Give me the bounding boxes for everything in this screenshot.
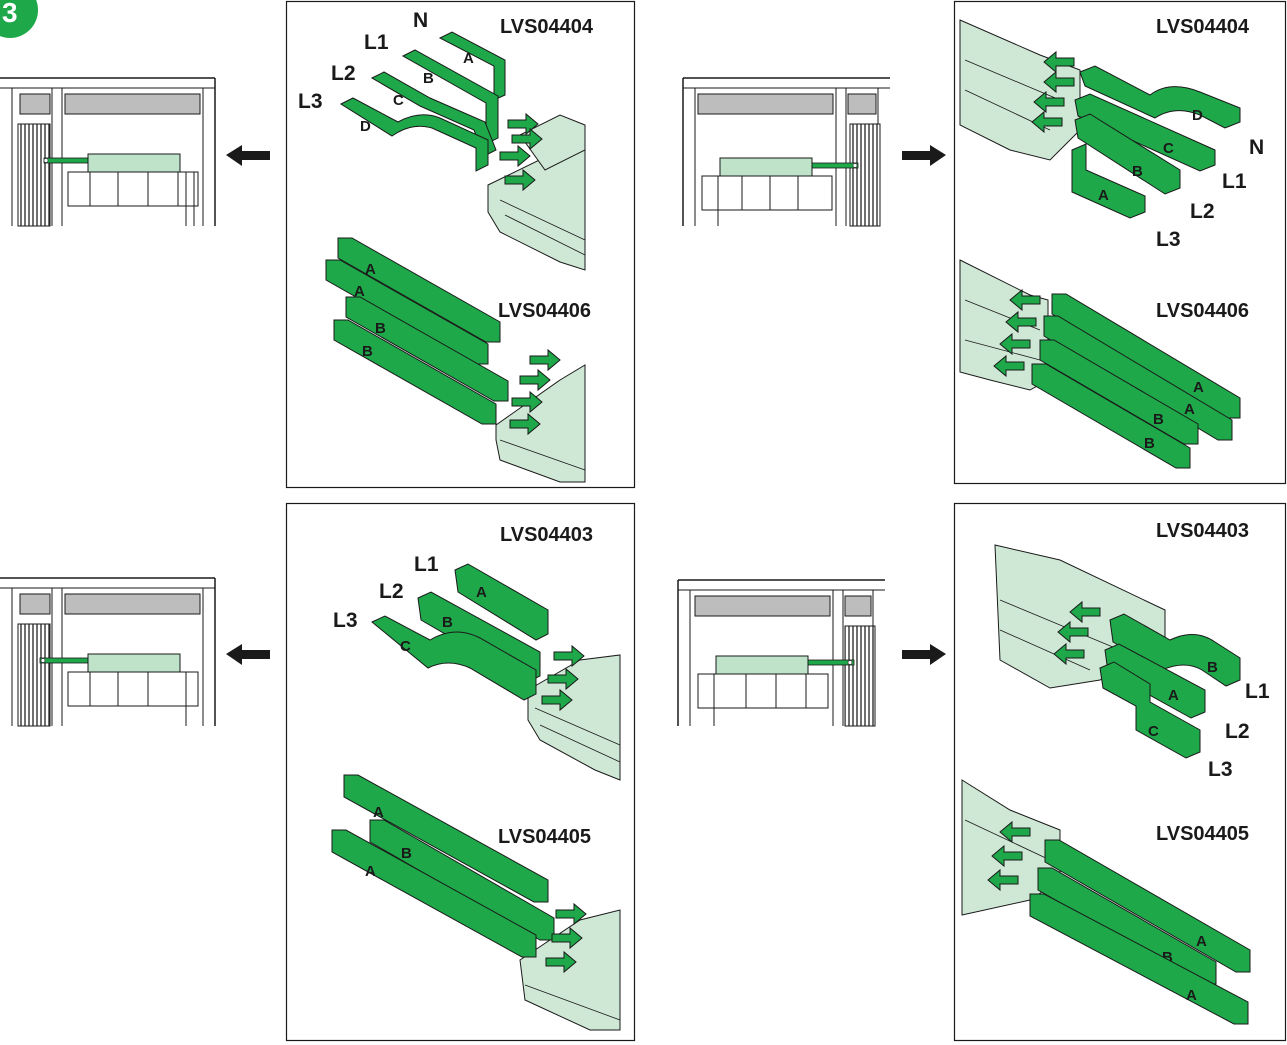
busbar-d-top-right: D (1079, 65, 1241, 129)
bar-letter: B (362, 343, 373, 360)
bar-letter: B (401, 845, 412, 862)
long-busbar-3: A (331, 829, 537, 958)
bar-letter: A (1196, 933, 1207, 950)
long-busbar-2: A (325, 259, 489, 365)
bar-letter: B (1153, 411, 1164, 428)
product-code-lvs04403-left: LVS04403 (500, 524, 593, 546)
bar-letter: A (463, 50, 474, 67)
phase-label-l2: L2 (379, 580, 404, 603)
panel-top-left: LVS04404 LVS04406 N L1 L2 L3 A B C D (285, 0, 636, 489)
arrow-left-bottom (226, 644, 270, 665)
bar-letter: A (1098, 187, 1109, 204)
cabinet-bottom-left (0, 577, 216, 727)
bar-letter: A (373, 804, 384, 821)
long-busbar-3: B (345, 296, 509, 402)
product-code-lvs04406-right: LVS04406 (1156, 300, 1249, 322)
long-busbar-4: B (1031, 363, 1191, 469)
bar-letter: D (360, 118, 371, 135)
phase-label-l1: L1 (364, 31, 389, 54)
bar-letter: B (1207, 659, 1218, 676)
bar-letter: A (1186, 987, 1197, 1004)
bar-letter: C (1148, 723, 1159, 740)
phase-label-l1: L1 (1245, 680, 1270, 703)
phase-label-n: N (1249, 136, 1264, 159)
bar-letter: B (1132, 163, 1143, 180)
bar-letter: A (1184, 401, 1195, 418)
bar-letter: A (354, 283, 365, 300)
busbar-a-bottom-left: A (454, 563, 549, 641)
bar-letter: B (375, 320, 386, 337)
bar-letter: B (442, 614, 453, 631)
busbar-a-top-left: A (438, 31, 506, 101)
step-badge: 3 (0, 0, 38, 38)
bar-letter: D (1192, 107, 1203, 124)
arrow-right-bottom (902, 644, 946, 665)
phase-label-l3: L3 (1156, 228, 1181, 251)
product-code-lvs04405-left: LVS04405 (498, 826, 591, 848)
panel-bottom-right: LVS04403 LVS04405 L1 L2 L3 B A C A (953, 502, 1287, 1042)
step-number: 3 (2, 0, 18, 28)
bar-letter: A (365, 863, 376, 880)
phase-label-l1: L1 (1222, 170, 1247, 193)
busbar-c-top-left: C (370, 71, 497, 157)
phase-label-l2: L2 (331, 62, 356, 85)
long-busbar-1: A (343, 774, 549, 903)
long-busbar-1: A (1051, 293, 1241, 419)
bar-letter: C (393, 92, 404, 109)
phase-label-n: N (413, 9, 428, 32)
panel-top-right: LVS04404 LVS04406 N L1 L2 L3 D C B A (953, 0, 1287, 485)
product-code-lvs04403-right: LVS04403 (1156, 520, 1249, 542)
long-busbar-4: B (333, 319, 497, 425)
product-code-lvs04406-left: LVS04406 (498, 300, 591, 322)
long-busbar-1: A (337, 237, 501, 343)
bar-letter: A (1193, 379, 1204, 396)
phase-label-l3: L3 (298, 90, 323, 113)
arrow-left-top (226, 145, 270, 166)
phase-label-l3: L3 (333, 609, 358, 632)
long-busbar-3: B (1039, 339, 1199, 445)
bar-letter: A (365, 261, 376, 278)
cabinet-top-right (682, 77, 890, 227)
bar-letter: A (1168, 687, 1179, 704)
product-code-lvs04404-right: LVS04404 (1156, 16, 1250, 38)
bar-letter: B (1162, 949, 1173, 966)
busbar-d-top-left: D (339, 97, 489, 172)
busbar-c-bottom-right: C (1099, 661, 1201, 759)
product-code-lvs04404-left: LVS04404 (500, 16, 594, 38)
bar-letter: B (1144, 435, 1155, 452)
busbar-a-top-right: A (1071, 143, 1146, 219)
bar-letter: C (400, 638, 411, 655)
bar-letter: C (1163, 140, 1174, 157)
arrow-right-top (902, 145, 946, 166)
long-busbar-2: A (1043, 315, 1233, 441)
panel-bottom-left: LVS04403 LVS04405 L1 L2 L3 A B C A (285, 502, 636, 1042)
phase-label-l2: L2 (1225, 720, 1250, 743)
busbar-c-bottom-left: C (371, 615, 537, 701)
busbar-b-top-right: B (1074, 113, 1181, 195)
bar-letter: A (476, 584, 487, 601)
phase-label-l1: L1 (414, 553, 439, 576)
bar-letter: B (423, 70, 434, 87)
phase-label-l2: L2 (1190, 200, 1215, 223)
phase-label-l3: L3 (1208, 758, 1233, 781)
long-busbar-3: A (1029, 893, 1249, 1025)
busbar-b-bottom-right: B (1109, 613, 1241, 687)
busbar-c-top-right: C (1074, 93, 1216, 172)
long-busbar-1: A (1044, 839, 1251, 973)
product-code-lvs04405-right: LVS04405 (1156, 823, 1249, 845)
cabinet-top-left (0, 77, 216, 227)
long-busbar-2: B (1037, 867, 1217, 985)
cabinet-bottom-right (677, 579, 885, 727)
